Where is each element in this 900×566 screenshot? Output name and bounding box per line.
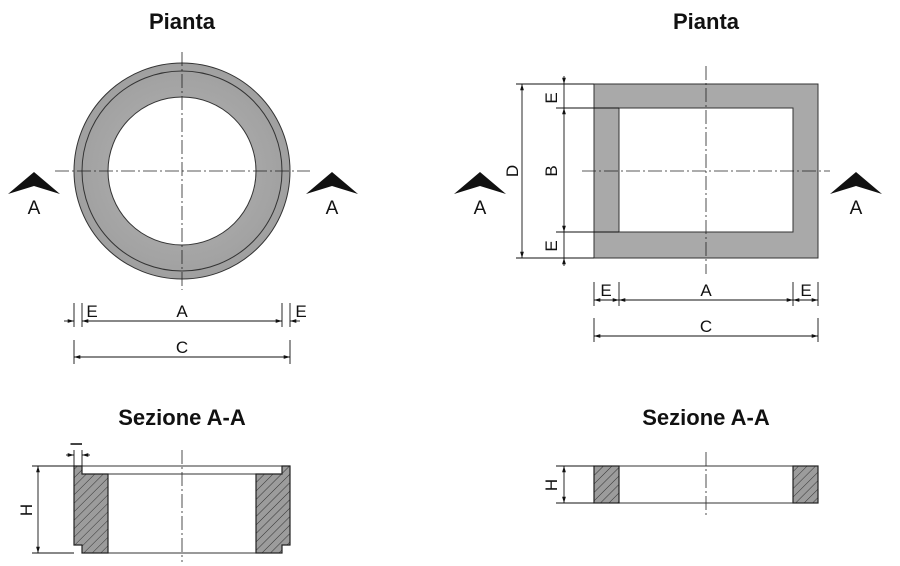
right-dim-inner-depth-label: B xyxy=(542,165,561,176)
section-arrow-icon xyxy=(306,172,358,194)
right-dim-wall-bottom: E xyxy=(542,240,561,251)
right-dim-inner-width: A xyxy=(700,281,712,300)
left-marker-label-left: A xyxy=(28,198,41,219)
right-dim-outer-depth-label: D xyxy=(503,165,522,177)
right-dim-outer-width: C xyxy=(700,317,712,336)
right-frame-inner xyxy=(618,107,794,233)
left-section-title: Sezione A-A xyxy=(118,405,246,430)
left-section: Sezione A-A H I xyxy=(17,405,291,562)
left-dim-inner: A xyxy=(176,302,188,321)
left-dim-row-top: E A E xyxy=(64,302,307,327)
section-arrow-icon xyxy=(830,172,882,194)
left-section-marker-left: A xyxy=(8,172,60,219)
left-section-wall-left xyxy=(73,465,109,554)
right-dim-inner-depth: E B E xyxy=(542,76,619,266)
left-dim-height: H xyxy=(17,465,74,554)
left-section-marker-right: A xyxy=(306,172,358,219)
left-dim-height-label: H xyxy=(17,504,36,516)
left-dim-row-outer: C xyxy=(73,338,291,364)
right-plan-title: Pianta xyxy=(673,9,740,34)
left-dim-rebate: I xyxy=(66,442,90,466)
left-plan-title: Pianta xyxy=(149,9,216,34)
right-section-wall-left xyxy=(593,465,620,504)
left-dim-outer: C xyxy=(176,338,188,357)
right-marker-label-left: A xyxy=(474,198,487,219)
section-arrow-icon xyxy=(8,172,60,194)
right-section-wall-right xyxy=(792,465,819,504)
right-plan: Pianta A A D E B xyxy=(454,9,882,342)
right-dim-outer-depth: D xyxy=(503,83,594,259)
right-dim-height-label: H xyxy=(542,479,561,491)
right-dim-row-top: E A E xyxy=(593,281,819,306)
right-dim-wall-left: E xyxy=(600,281,611,300)
left-dim-wall-left: E xyxy=(86,302,97,321)
left-plan: Pianta A A E A E xyxy=(8,9,358,364)
right-section-marker-left: A xyxy=(454,172,506,219)
right-section: Sezione A-A H xyxy=(542,405,819,516)
left-dim-wall-right: E xyxy=(295,302,306,321)
right-marker-label-right: A xyxy=(850,198,863,219)
left-dim-rebate-label: I xyxy=(67,442,86,447)
left-section-wall-right xyxy=(255,465,291,554)
right-section-marker-right: A xyxy=(830,172,882,219)
right-dim-height: H xyxy=(542,465,594,504)
right-dim-wall-top: E xyxy=(542,92,561,103)
right-dim-row-outer: C xyxy=(593,317,819,342)
right-section-title: Sezione A-A xyxy=(642,405,770,430)
left-marker-label-right: A xyxy=(326,198,339,219)
right-dim-wall-right: E xyxy=(800,281,811,300)
section-arrow-icon xyxy=(454,172,506,194)
